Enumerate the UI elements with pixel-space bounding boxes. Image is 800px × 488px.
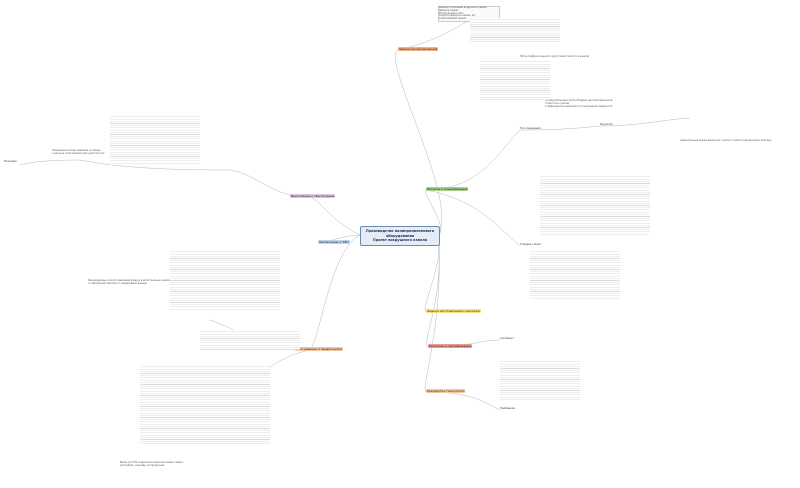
wall-thickness-node[interactable]: Толщина стенки [520,243,541,246]
branch-fabrication[interactable]: Оценка изготовления и монтажа [426,309,481,313]
branch-task[interactable]: Задача проектирования [398,47,439,51]
branch-control[interactable]: Контроль и сертификация [428,344,473,348]
text-block-shade-7 [140,365,270,445]
air-speed-note: Рекомендуемые скорости движения воздуха … [88,279,171,285]
result-node[interactable]: Результат [600,123,613,126]
branch-technology-label: Разработка технологии [427,389,465,393]
text-block-shade-4 [530,250,620,300]
central-topic[interactable]: Производство полипропиленового оборудова… [360,226,440,246]
branch-ventilation-label: Вентиляция и обеспечение [291,194,335,198]
method-note: Метод подбора сечения по допустимой скор… [520,55,590,58]
branch-control-label: Контроль и сертификация [429,344,472,348]
requirements-node[interactable]: Требования [500,407,515,410]
central-subtitle: Проект воздушного канала [372,238,428,243]
branch-ventilation[interactable]: Вентиляция и обеспечение [290,194,336,198]
branch-technology[interactable]: Разработка технологии [426,389,466,393]
pressure-loss-note: Определение потерь давления на трение и … [52,149,105,155]
text-block-shade-1 [470,18,560,42]
branch-justification-label: Обоснование и предпосылки [296,347,342,351]
text-block-shade-6 [170,250,280,310]
text-block-shade-9 [200,330,300,350]
branch-justification[interactable]: Обоснование и предпосылки [295,347,343,351]
branch-calculations-label: Расчеты и спецификация [427,187,468,191]
branch-fabrication-label: Оценка изготовления и монтажа [427,309,480,313]
economy-node[interactable]: Экономия [4,160,17,163]
central-title: Производство полипропиленового оборудова… [365,229,435,238]
branch-calculations[interactable]: Расчеты и спецификация [426,187,469,191]
text-block-shade-5 [500,360,580,400]
joint-type-node[interactable]: Тип соединения [520,127,541,130]
branch-task-label: Задача проектирования [399,47,438,51]
assortment-node[interactable]: Сортамент [500,337,514,340]
text-block-shade-2 [480,60,550,100]
branch-conclusion-label: Заключение и ТЭО [319,240,349,244]
branch-conclusion[interactable]: Заключение и ТЭО [318,240,350,244]
parameters-note: Вариант исполнения воздушного канала Диа… [438,6,500,22]
pp-pipes-note: Полипропиленовые трубы обладают высокой … [545,99,613,108]
joining-method-note: Выбор способа соединения элементов канал… [120,461,183,467]
text-block-shade-8 [110,115,200,165]
text-block-shade-3 [540,175,650,235]
comparison-note: Сравнительный анализ вариантов с учетом … [680,139,772,142]
